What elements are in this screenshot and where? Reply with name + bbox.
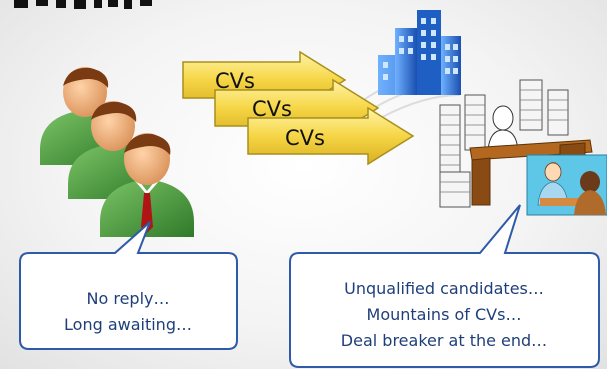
office-building-icon: [378, 10, 461, 95]
cv-arrow-1-label: CVs: [215, 69, 255, 93]
candidate-bubble-line-1: No reply…: [87, 289, 170, 308]
people-group-icon: [40, 67, 194, 237]
employer-bubble-line-1: Unqualified candidates…: [344, 279, 544, 298]
cv-arrow-3: CVs: [247, 106, 415, 166]
candidate-bubble-line-2: Long awaiting…: [64, 315, 192, 334]
employer-speech-bubble: Unqualified candidates… Mountains of CVs…: [289, 204, 600, 368]
employer-bubble-line-3: Deal breaker at the end…: [341, 331, 547, 350]
cv-arrow-2-label: CVs: [252, 97, 292, 121]
cv-arrow-3-label: CVs: [285, 126, 325, 150]
interview-scene-icon: [526, 154, 607, 216]
employer-bubble-line-2: Mountains of CVs…: [367, 305, 522, 324]
header-fragment-icon: [14, 0, 152, 9]
candidate-speech-bubble: No reply… Long awaiting…: [19, 221, 238, 350]
